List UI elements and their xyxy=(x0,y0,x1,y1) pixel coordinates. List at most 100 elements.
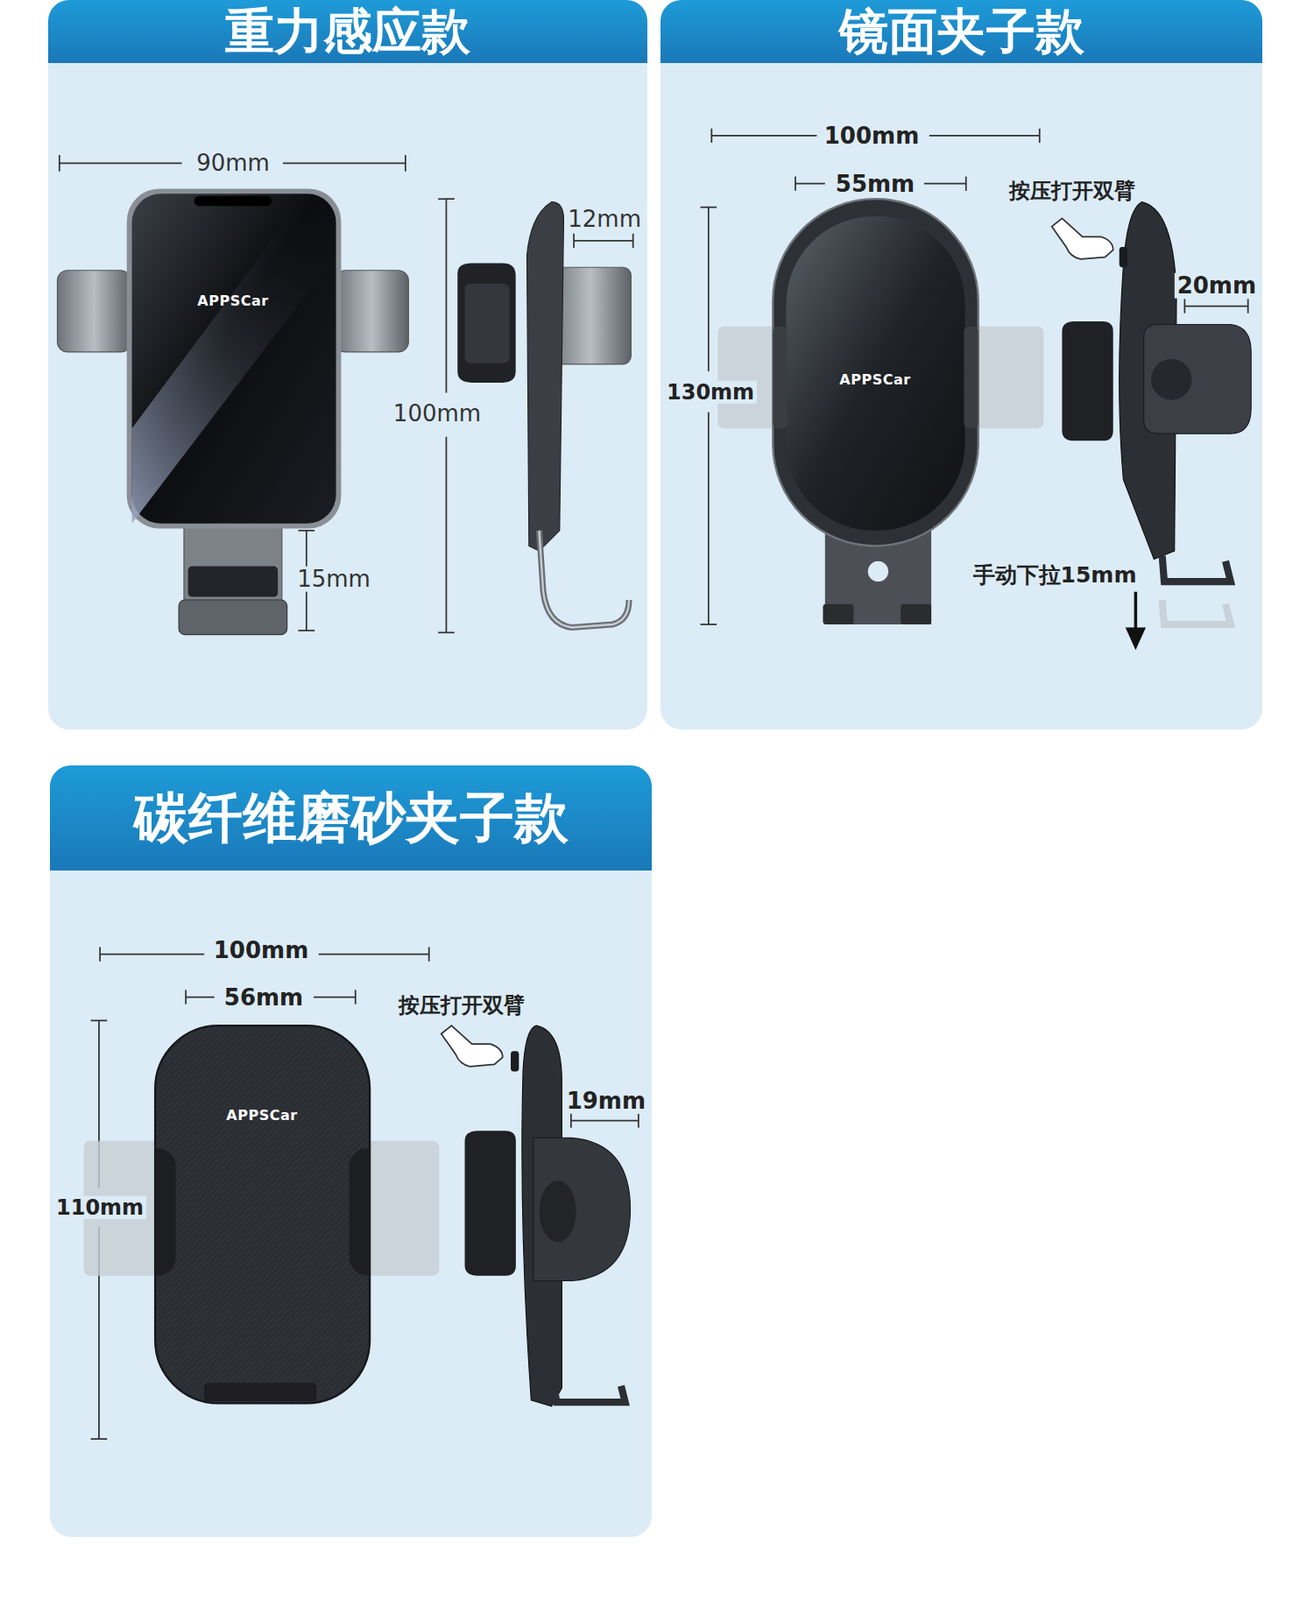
drawing-rect xyxy=(1119,247,1128,268)
drawing-line xyxy=(58,155,61,172)
product-panel: 碳纤维磨砂夹子款100mm56mm按压打开双臂19mmAPPSCar110mm xyxy=(49,765,652,1538)
drawing-g xyxy=(59,155,634,633)
drawing-path xyxy=(155,1148,176,1277)
drawing-path xyxy=(441,1025,503,1067)
drawing-line xyxy=(1134,592,1138,634)
drawing-rect xyxy=(188,566,279,598)
drawing-line xyxy=(318,953,430,956)
drawing-rect xyxy=(204,1383,317,1402)
drawing-line xyxy=(428,946,431,961)
drawing-line xyxy=(1247,298,1250,313)
dimension-label: 按压打开双臂 xyxy=(1006,179,1138,203)
drawing-line xyxy=(404,155,407,172)
dimension-label: 按压打开双臂 xyxy=(395,994,528,1018)
dimension-label: 100mm xyxy=(211,938,311,964)
drawing-rect xyxy=(822,604,854,625)
drawing-line xyxy=(707,412,710,625)
drawing-line xyxy=(1038,128,1041,143)
drawing-line xyxy=(1183,298,1186,313)
drawing-line xyxy=(438,197,455,200)
drawing-path xyxy=(132,193,337,523)
drawing-line xyxy=(573,240,634,242)
brand-logo: APPSCar xyxy=(223,1108,300,1124)
drawing-path xyxy=(1125,627,1146,650)
drawing-line xyxy=(1184,305,1248,308)
drawing-line xyxy=(184,989,187,1004)
drawing-circle xyxy=(868,561,889,582)
drawing-path xyxy=(527,202,565,552)
drawing-circle xyxy=(1151,359,1193,401)
dimension-label: 55mm xyxy=(833,171,918,198)
drawing-path xyxy=(349,1148,370,1277)
drawing-line xyxy=(699,623,717,626)
drawing-rect xyxy=(510,1051,519,1072)
drawing-rect xyxy=(155,1025,370,1404)
drawing-line xyxy=(313,996,356,999)
brand-logo: APPSCar xyxy=(194,293,271,310)
drawing-line xyxy=(91,1019,108,1022)
carbon-clamp-drawing xyxy=(49,765,652,1538)
drawing-path xyxy=(538,530,629,629)
dimension-label: 12mm xyxy=(565,206,644,233)
drawing-rect xyxy=(56,270,131,353)
drawing-line xyxy=(637,1113,640,1128)
dimension-label: 19mm xyxy=(564,1088,649,1115)
drawing-line xyxy=(98,946,101,961)
mirror-clamp-drawing xyxy=(660,0,1263,730)
drawing-line xyxy=(354,989,357,1004)
drawing-line xyxy=(794,176,797,191)
drawing-line xyxy=(572,233,575,248)
drawing-line xyxy=(924,183,967,185)
drawing-line xyxy=(707,207,710,373)
drawing-path xyxy=(457,263,516,383)
drawing-line xyxy=(99,953,205,956)
drawing-line xyxy=(297,529,315,532)
drawing-rect xyxy=(900,604,932,625)
drawing-rect xyxy=(178,600,288,636)
drawing-path xyxy=(1052,218,1114,260)
drawing-path xyxy=(1061,321,1113,441)
drawing-rect xyxy=(967,326,1044,430)
drawing-path xyxy=(465,1130,516,1276)
drawing-g xyxy=(699,128,1248,625)
drawing-rect xyxy=(772,326,787,430)
drawing-line xyxy=(445,198,448,393)
drawing-rect xyxy=(464,283,509,364)
panel-title: 镜面夹子款 xyxy=(660,7,1263,57)
drawing-line xyxy=(185,996,215,999)
dimension-label: 100mm xyxy=(821,123,922,149)
drawing-ellipse xyxy=(539,1180,577,1243)
drawing-path xyxy=(1144,324,1251,434)
drawing-rect xyxy=(772,198,978,546)
dimension-label: 110mm xyxy=(53,1196,147,1220)
drawing-rect xyxy=(334,270,409,353)
drawing-path xyxy=(533,1137,631,1281)
panel-title: 重力感应款 xyxy=(48,7,648,57)
drawing-line xyxy=(297,629,315,632)
drawing-path xyxy=(551,1372,626,1403)
drawing-line xyxy=(59,162,183,165)
drawing-line xyxy=(570,1113,573,1128)
drawing-rect xyxy=(785,216,965,531)
drawing-line xyxy=(445,437,448,634)
drawing-rect xyxy=(963,326,978,430)
drawing-rect xyxy=(132,193,337,523)
product-panel: 镜面夹子款100mm55mm按压打开双臂20mm130mmAPPSCar手动下拉… xyxy=(660,0,1263,730)
drawing-path xyxy=(538,530,629,629)
drawing-line xyxy=(438,631,455,634)
dimension-label: 100mm xyxy=(390,401,484,427)
drawing-rect xyxy=(183,515,283,608)
dimension-label: 手动下拉15mm xyxy=(970,563,1140,588)
drawing-line xyxy=(711,134,817,137)
drawing-line xyxy=(795,183,826,185)
drawing-line xyxy=(282,162,406,165)
drawing-line xyxy=(710,128,713,143)
drawing-rect xyxy=(365,1141,439,1277)
product-panel: 重力感应款90mmAPPSCar12mm100mm15mm xyxy=(48,0,648,730)
drawing-g xyxy=(91,946,639,1440)
drawing-path xyxy=(1162,556,1231,582)
drawing-line xyxy=(632,233,635,248)
drawing-line xyxy=(965,176,968,191)
drawing-line xyxy=(571,1120,639,1123)
dimension-label: 20mm xyxy=(1174,273,1259,299)
